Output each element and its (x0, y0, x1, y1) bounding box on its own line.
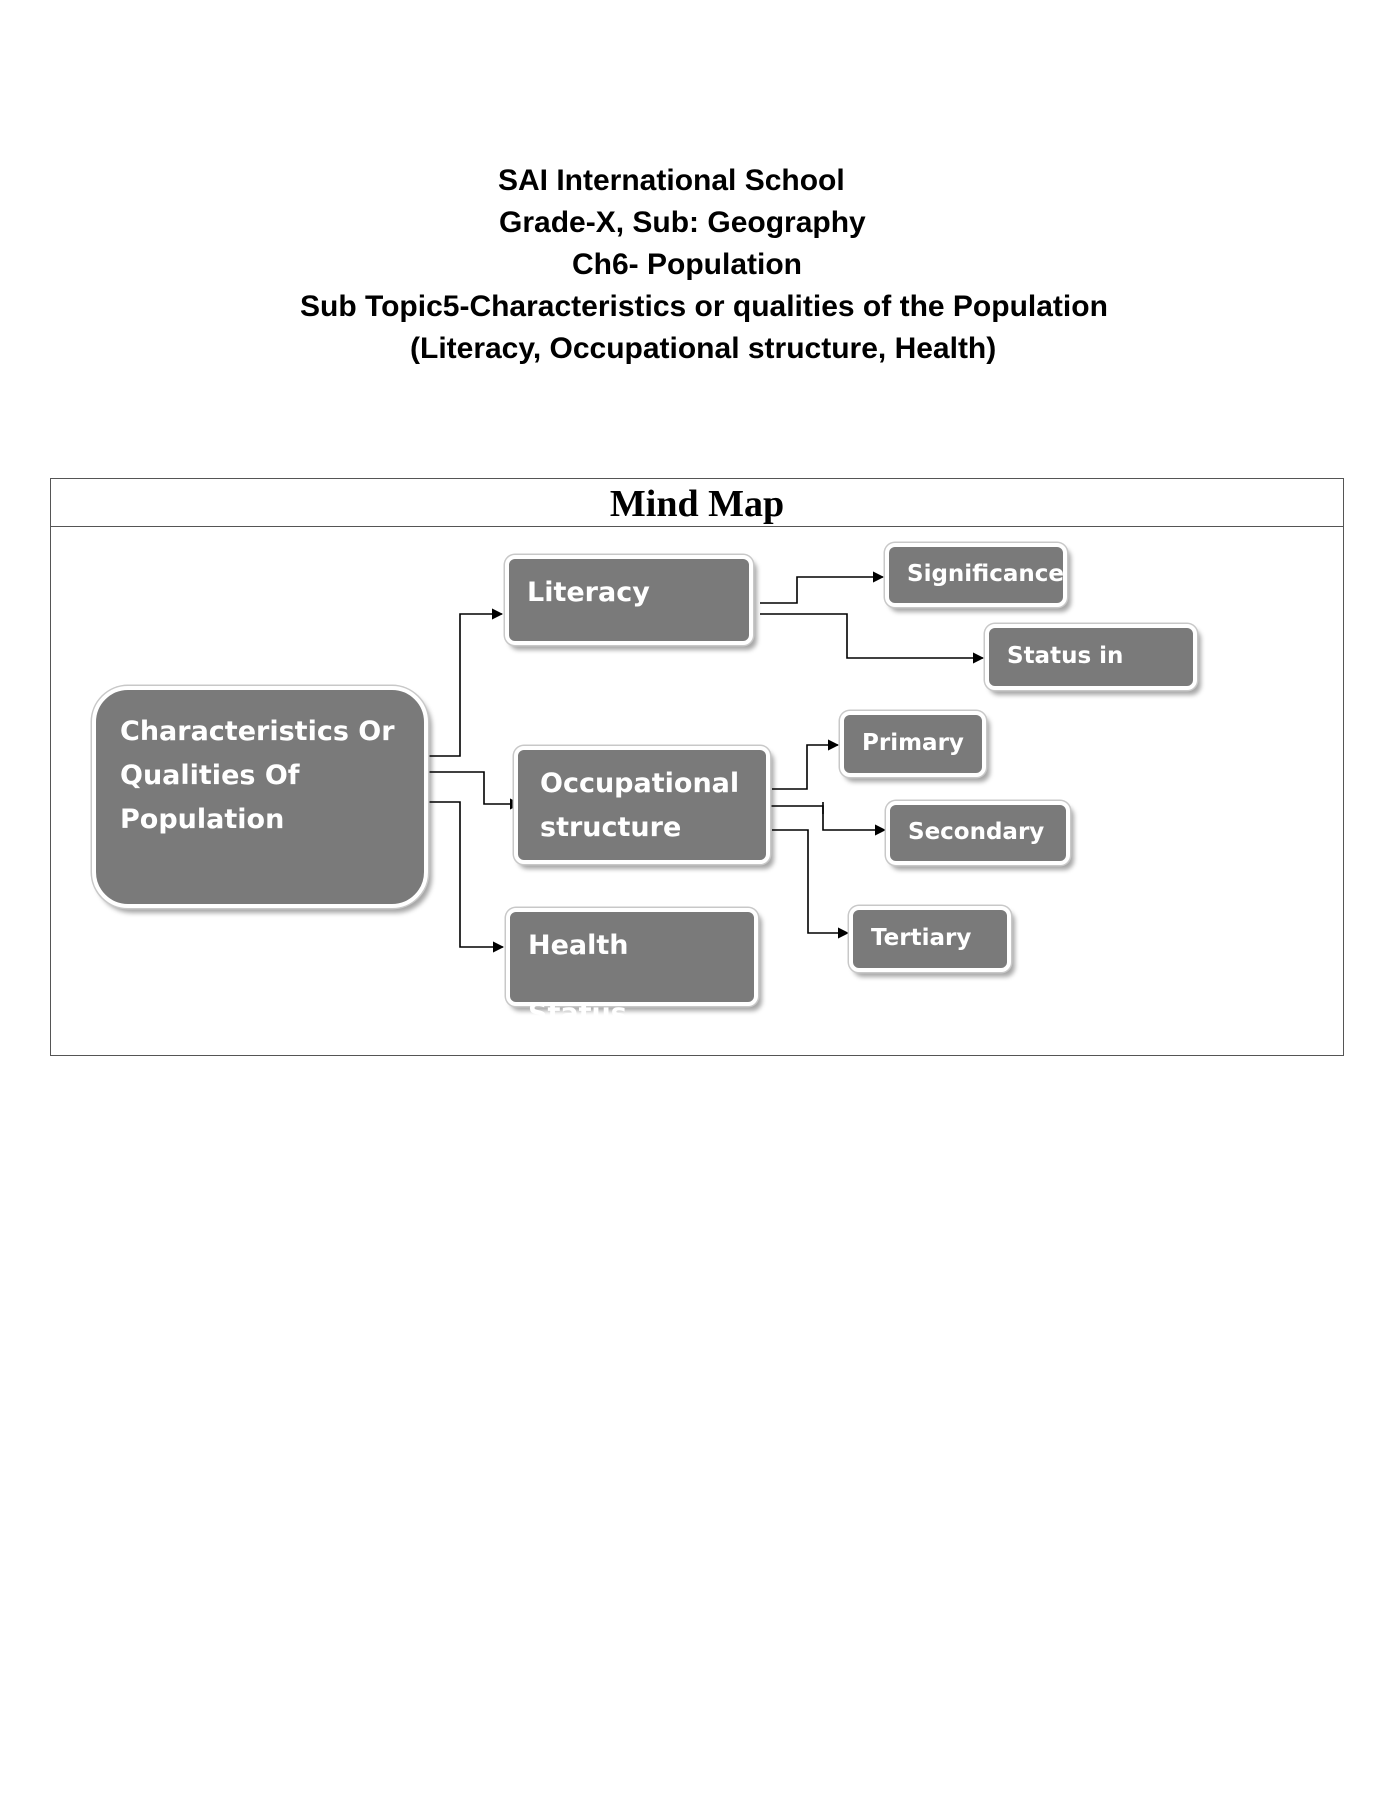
sub-topic-details: (Literacy, Occupational structure, Healt… (410, 332, 997, 365)
node-occupational-structure: Occupational structure (514, 746, 770, 864)
mind-map-title: Mind Map (609, 483, 785, 525)
significance-label: Significance (907, 561, 1064, 587)
tertiary-label: Tertiary (871, 925, 972, 951)
node-secondary: Secondary (886, 801, 1070, 865)
school-name: SAI International School (498, 164, 845, 197)
health-label: Health Status (528, 930, 629, 1029)
root-line-2: Qualities Of (120, 760, 300, 791)
mind-map-frame: Mind Map (50, 478, 1344, 1056)
node-tertiary: Tertiary (849, 906, 1011, 972)
literacy-label: Literacy (527, 577, 650, 608)
primary-label: Primary (862, 730, 964, 756)
occupational-line-1: Occupational (540, 768, 740, 799)
grade-subject: Grade-X, Sub: Geography (499, 206, 866, 239)
node-status-in-india: Status in India (985, 624, 1197, 725)
occupational-line-2: structure (540, 812, 682, 843)
mind-map-title-row: Mind Map (51, 479, 1343, 527)
node-literacy: Literacy (505, 555, 753, 645)
status-in-india-label: Status in India (1007, 643, 1124, 725)
node-health-status: Health Status (506, 908, 758, 1029)
node-root-characteristics: Characteristics Or Qualities Of Populati… (92, 686, 428, 908)
sub-topic: Sub Topic5-Characteristics or qualities … (300, 290, 1108, 323)
node-significance: Significance (885, 543, 1067, 607)
secondary-label: Secondary (908, 819, 1045, 845)
root-line-1: Characteristics Or (120, 716, 395, 747)
chapter-title: Ch6- Population (572, 248, 802, 281)
node-primary: Primary (840, 711, 986, 777)
root-line-3: Population (120, 804, 285, 835)
